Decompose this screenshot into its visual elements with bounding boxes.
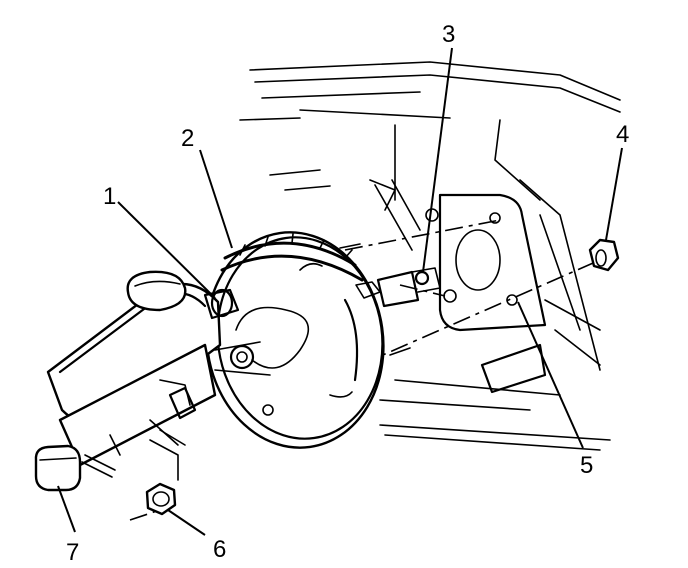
callout-5: 5: [580, 452, 593, 479]
callout-3: 3: [442, 21, 455, 48]
callout-6: 6: [213, 536, 226, 563]
brake-booster: [205, 231, 385, 449]
booster-studs: [339, 219, 601, 366]
callout-7: 7: [66, 539, 79, 566]
callout-2: 2: [181, 125, 194, 152]
callout-1: 1: [103, 183, 116, 210]
callout-4: 4: [616, 121, 629, 148]
firewall-panel: [239, 61, 621, 451]
master-cylinder-nut: [145, 482, 177, 516]
booster-nut: [588, 238, 620, 272]
leader-lines: [57, 47, 623, 536]
master-cylinder: [34, 270, 271, 521]
